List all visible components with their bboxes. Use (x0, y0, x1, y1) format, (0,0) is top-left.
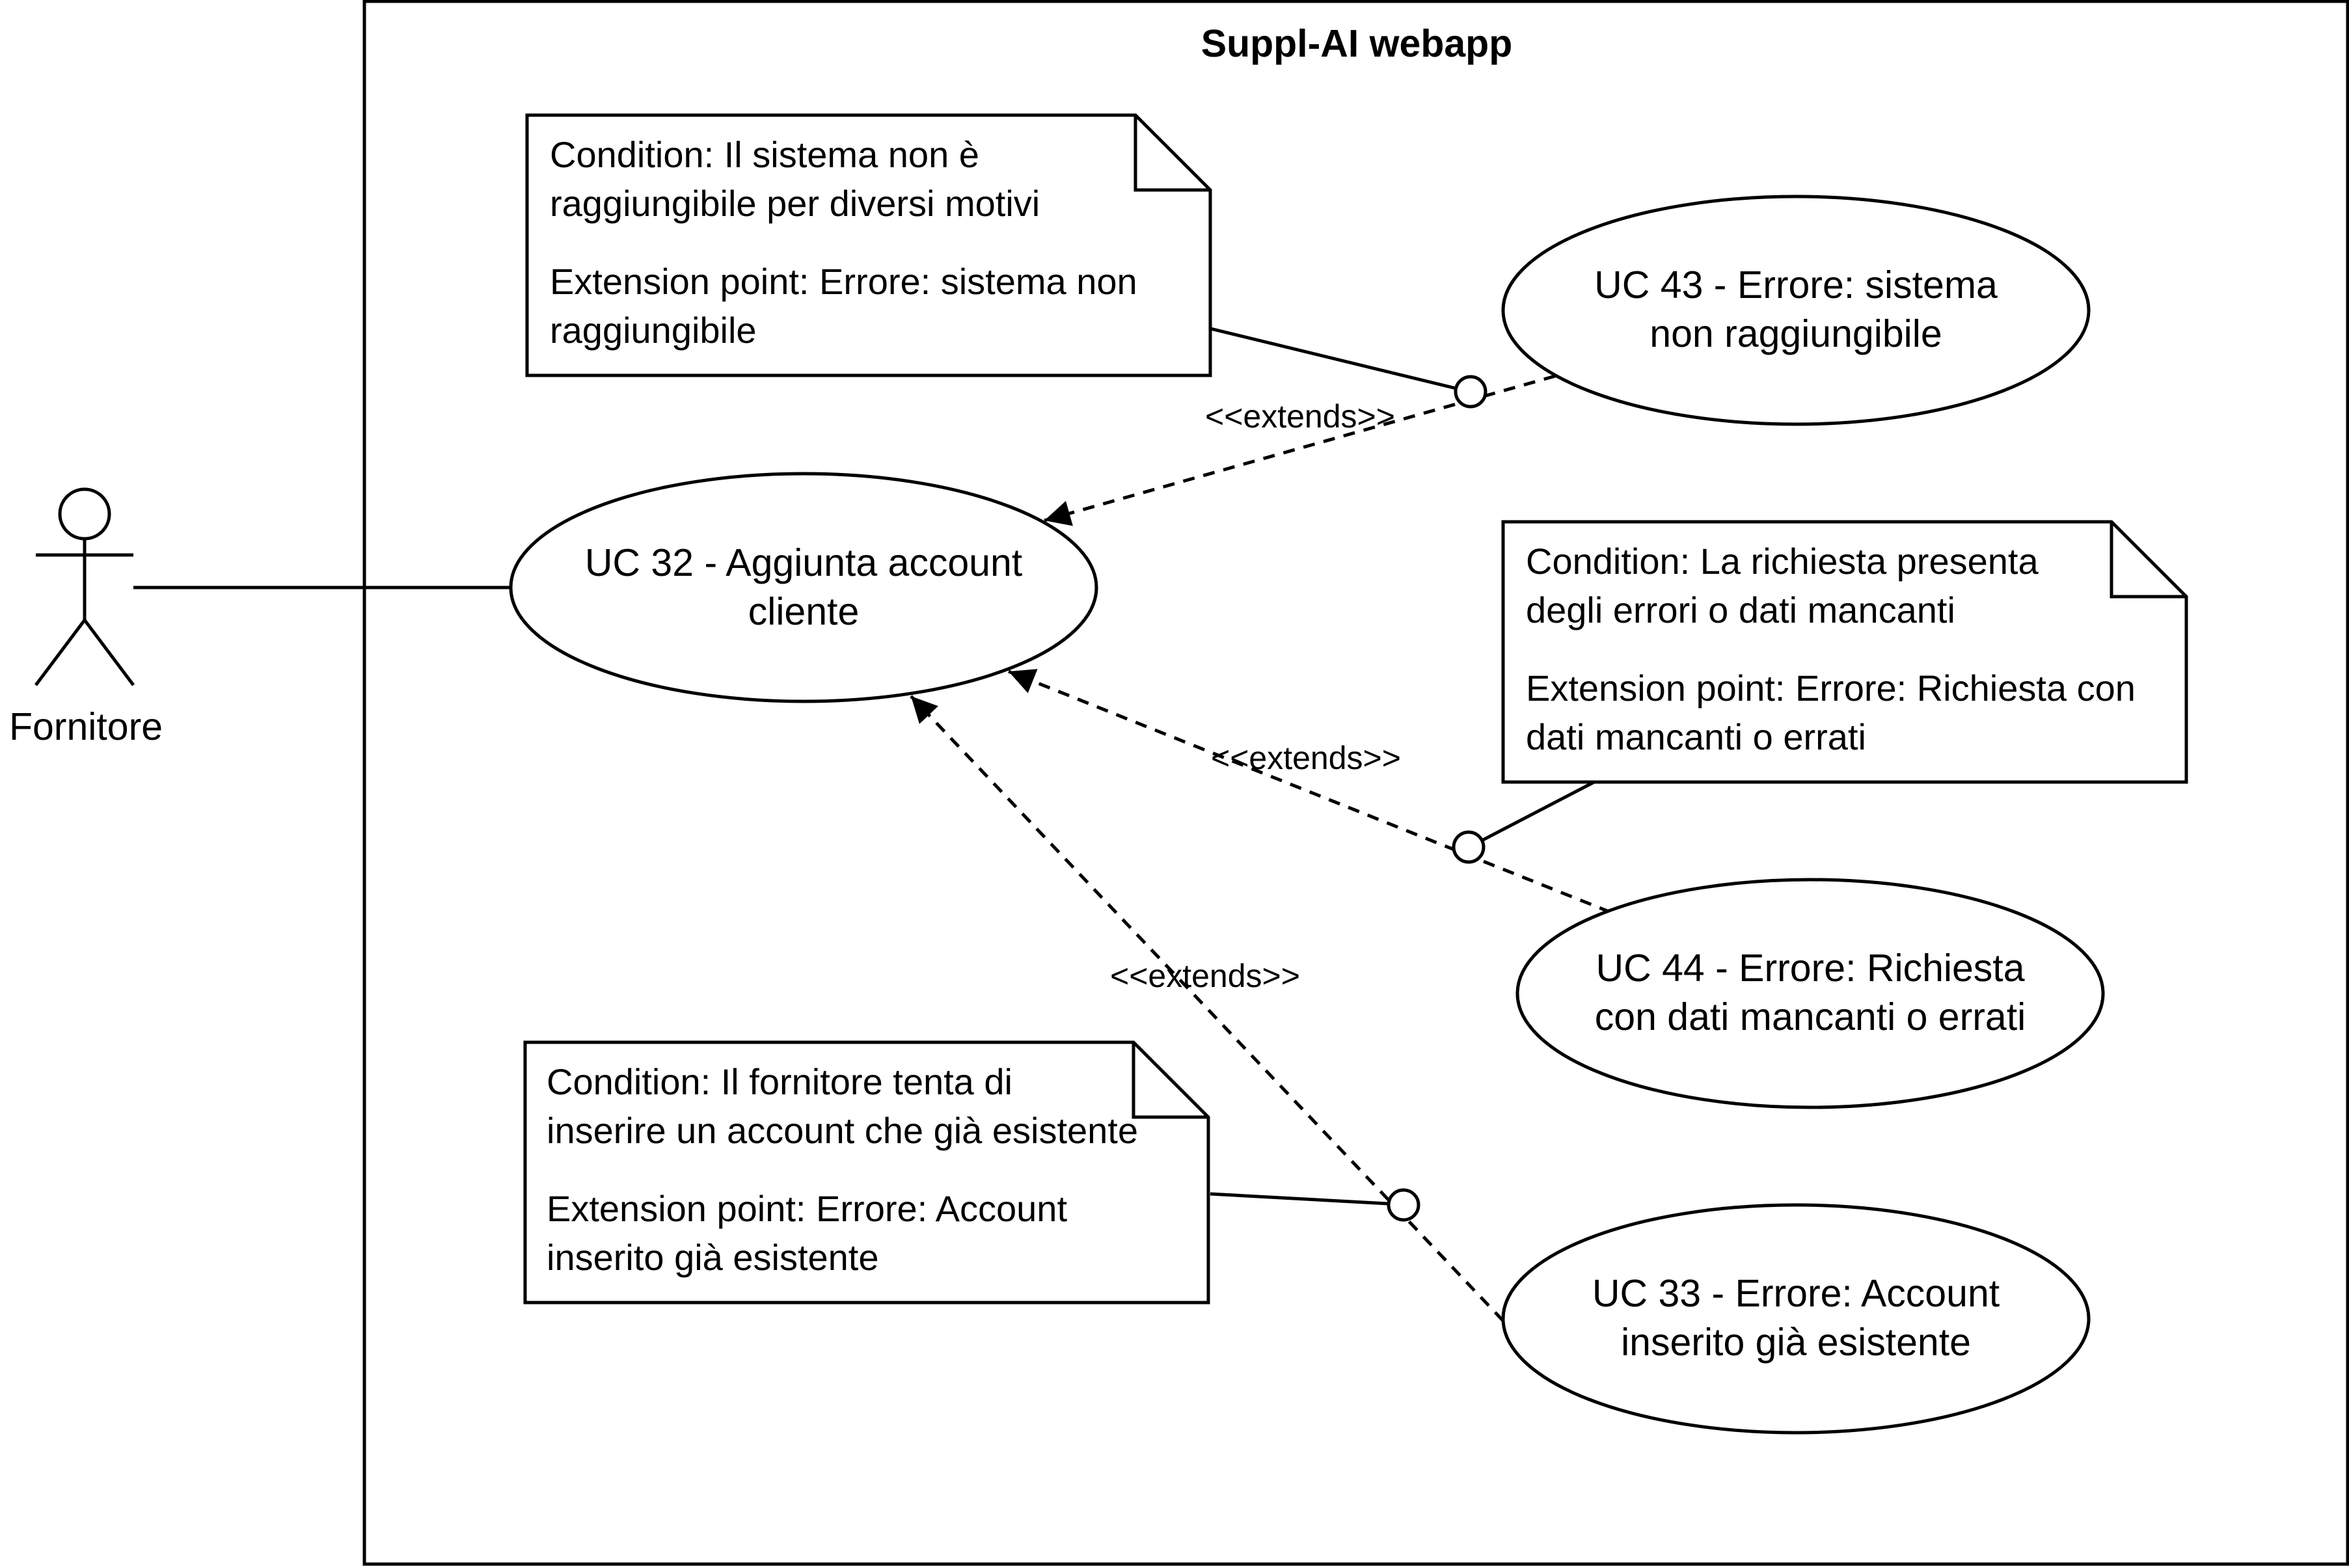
extends-line-33 (910, 695, 1504, 1322)
note44-condition-line1: Condition: La richiesta presenta (1526, 541, 2039, 582)
system-title: Suppl-AI webapp (1201, 22, 1513, 65)
uc43-label-line2: non raggiungibile (1650, 312, 1942, 355)
note33-condition-line2: inserire un account che già esistente (547, 1110, 1138, 1151)
actor-fornitore[interactable]: Fornitore (9, 487, 163, 748)
note43-extension-line2: raggiungibile (550, 310, 757, 351)
use-case-uc33[interactable]: UC 33 - Errore: Account inserito già esi… (1501, 1203, 2091, 1435)
extends-label-43: <<extends>> (1205, 398, 1395, 435)
use-case-uc32[interactable]: UC 32 - Aggiunta account cliente (509, 472, 1098, 703)
uc43-label-line1: UC 43 - Errore: sistema (1594, 264, 1998, 306)
uc33-label-line2: inserito già esistente (1621, 1321, 1971, 1364)
uc44-label-line1: UC 44 - Errore: Richiesta (1595, 947, 2024, 990)
extends-label-33: <<extends>> (1110, 958, 1300, 994)
note-connector-43 (1210, 327, 1457, 390)
note-connector-33 (1210, 1192, 1389, 1206)
uc44-label-line2: con dati mancanti o errati (1595, 995, 2026, 1038)
use-case-uc43[interactable]: UC 43 - Errore: sistema non raggiungibil… (1501, 195, 2091, 426)
note-uc43: Condition: Il sistema non è raggiungibil… (525, 113, 1212, 377)
extension-point-43 (1454, 375, 1487, 409)
uc33-label-line1: UC 33 - Errore: Account (1592, 1272, 2000, 1315)
note43-condition-line1: Condition: Il sistema non è (550, 134, 979, 175)
use-case-uc44[interactable]: UC 44 - Errore: Richiesta con dati manca… (1515, 878, 2105, 1109)
note-connector-44 (1479, 780, 1595, 843)
uc32-label-line2: cliente (748, 590, 860, 633)
actor-head (58, 487, 111, 541)
note-uc44: Condition: La richiesta presenta degli e… (1501, 520, 2188, 784)
extends-line-44 (1008, 669, 1611, 914)
note33-condition-line1: Condition: Il fornitore tenta di (547, 1061, 1012, 1102)
note43-extension-line1: Extension point: Errore: sistema non (550, 261, 1137, 302)
note33-extension-line2: inserito già esistente (547, 1237, 879, 1278)
extends-label-44: <<extends>> (1211, 740, 1401, 776)
note44-extension-line2: dati mancanti o errati (1526, 716, 1866, 757)
extension-point-44 (1452, 830, 1486, 864)
uc32-label-line1: UC 32 - Aggiunta account (585, 541, 1022, 584)
actor-label: Fornitore (9, 705, 163, 748)
note44-condition-line2: degli errori o dati mancanti (1526, 589, 1955, 630)
note-uc33: Condition: Il fornitore tenta di inserir… (523, 1040, 1210, 1304)
note44-extension-line1: Extension point: Errore: Richiesta con (1526, 668, 2136, 709)
note43-condition-line2: raggiungibile per diversi motivi (550, 183, 1040, 224)
extension-point-33 (1387, 1188, 1420, 1222)
note33-extension-line1: Extension point: Errore: Account (547, 1188, 1067, 1229)
